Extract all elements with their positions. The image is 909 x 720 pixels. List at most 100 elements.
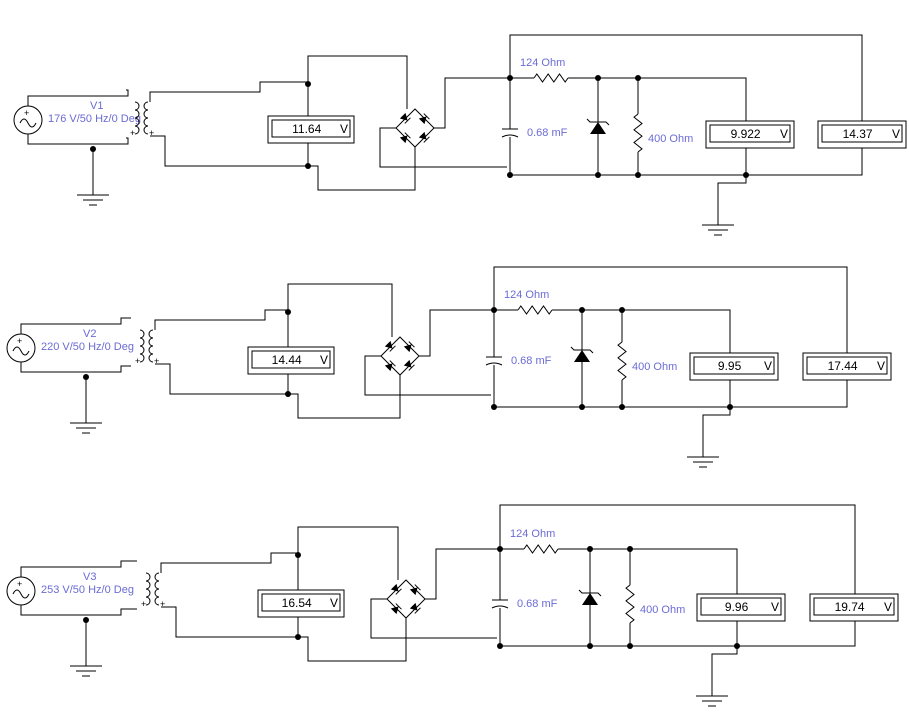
wire <box>20 362 131 373</box>
capacitor-icon <box>491 599 509 609</box>
wire <box>379 127 507 168</box>
svg-text:+: + <box>17 579 22 589</box>
wire <box>510 148 863 176</box>
load-resistor-label: 400 Ohm <box>632 361 677 373</box>
voltmeter-display <box>806 356 888 375</box>
capacitor-icon <box>485 356 503 366</box>
load-resistor-label: 400 Ohm <box>648 133 693 145</box>
zener-diode-icon <box>578 589 602 605</box>
wire <box>20 317 131 334</box>
wire <box>500 621 856 647</box>
junction-dot <box>579 404 585 410</box>
svg-text:+: + <box>160 599 165 609</box>
wire <box>27 134 129 145</box>
wire <box>558 548 738 594</box>
voltmeter-unit: V <box>771 600 779 614</box>
series-resistor-label: 124 Ohm <box>520 57 565 69</box>
ac-source-icon: + <box>6 576 36 606</box>
voltmeter-display <box>261 593 341 612</box>
diode-icon <box>418 131 430 143</box>
wire <box>161 606 298 638</box>
voltmeter-display <box>813 597 895 616</box>
series-resistor-label: 124 Ohm <box>504 289 549 301</box>
wire <box>419 309 494 357</box>
diode-icon <box>384 360 396 372</box>
voltmeter-rectifier[interactable]: 14.44 V <box>247 346 335 375</box>
voltmeter-value: 14.37 <box>843 127 873 141</box>
diode-icon <box>390 603 402 615</box>
diode-icon <box>399 132 411 144</box>
voltmeter-value: 16.54 <box>282 596 312 610</box>
source-name: V1 <box>90 100 103 112</box>
wire <box>155 363 288 395</box>
source-name: V3 <box>83 571 96 583</box>
wire <box>552 309 731 353</box>
junction-dot <box>497 643 503 649</box>
zener-diode-icon <box>586 118 610 134</box>
diode-icon <box>403 341 415 353</box>
svg-text:+: + <box>141 599 146 609</box>
resistor-icon <box>617 341 627 381</box>
resistor-icon <box>533 73 569 83</box>
diode-icon <box>418 113 430 125</box>
junction-dot <box>491 404 497 410</box>
voltmeter-unit: V <box>330 596 338 610</box>
voltmeter-value: 14.44 <box>272 353 302 367</box>
wire <box>154 283 393 337</box>
ground-icon <box>70 422 102 434</box>
diode-icon <box>399 112 411 124</box>
voltmeter-display <box>700 597 782 616</box>
voltmeter-display <box>709 124 791 143</box>
junction-dot <box>627 643 633 649</box>
diode-icon <box>409 584 421 596</box>
voltmeter-value: 19.74 <box>835 600 865 614</box>
wire <box>20 560 137 577</box>
voltmeter-unit: V <box>884 600 892 614</box>
ground-icon <box>77 194 109 206</box>
source-name: V2 <box>83 328 96 340</box>
voltmeter-rectifier[interactable]: 16.54 V <box>257 589 345 618</box>
voltmeter-load[interactable]: 9.922 V <box>705 120 795 149</box>
wire <box>27 89 129 106</box>
wire <box>20 605 137 616</box>
series-resistor-label: 124 Ohm <box>510 528 555 540</box>
ground-icon <box>696 695 728 707</box>
voltmeter-unit: V <box>320 353 328 367</box>
wire <box>499 504 856 594</box>
load-resistor-label: 400 Ohm <box>640 604 685 616</box>
voltmeter-value: 11.64 <box>292 122 321 136</box>
junction-dot <box>587 643 593 649</box>
voltmeter-unit: V <box>780 127 788 141</box>
transformer-icon: ++ <box>135 329 159 366</box>
diode-icon <box>390 583 402 595</box>
voltmeter-display <box>251 350 331 369</box>
svg-text:+: + <box>130 128 135 138</box>
voltmeter-input[interactable]: 19.74 V <box>809 593 899 622</box>
junction-dot <box>507 172 513 178</box>
diode-icon <box>409 602 421 614</box>
diode-icon <box>384 340 396 352</box>
wire <box>287 374 401 419</box>
wire <box>509 34 863 121</box>
wire <box>149 55 408 109</box>
transformer-icon: ++ <box>130 101 154 138</box>
svg-text:+: + <box>17 336 22 346</box>
wire <box>370 598 497 639</box>
voltmeter-value: 9.95 <box>718 359 742 373</box>
voltmeter-value: 17.44 <box>828 359 858 373</box>
wire <box>297 617 407 662</box>
ac-source-icon: + <box>13 105 43 135</box>
source-value: 253 V/50 Hz/0 Deg <box>41 584 134 596</box>
wire <box>711 646 738 696</box>
voltmeter-display <box>271 119 351 138</box>
wire <box>364 355 491 396</box>
voltmeter-value: 9.922 <box>731 127 761 141</box>
wire <box>568 77 747 121</box>
transformer-icon: ++ <box>141 572 165 609</box>
